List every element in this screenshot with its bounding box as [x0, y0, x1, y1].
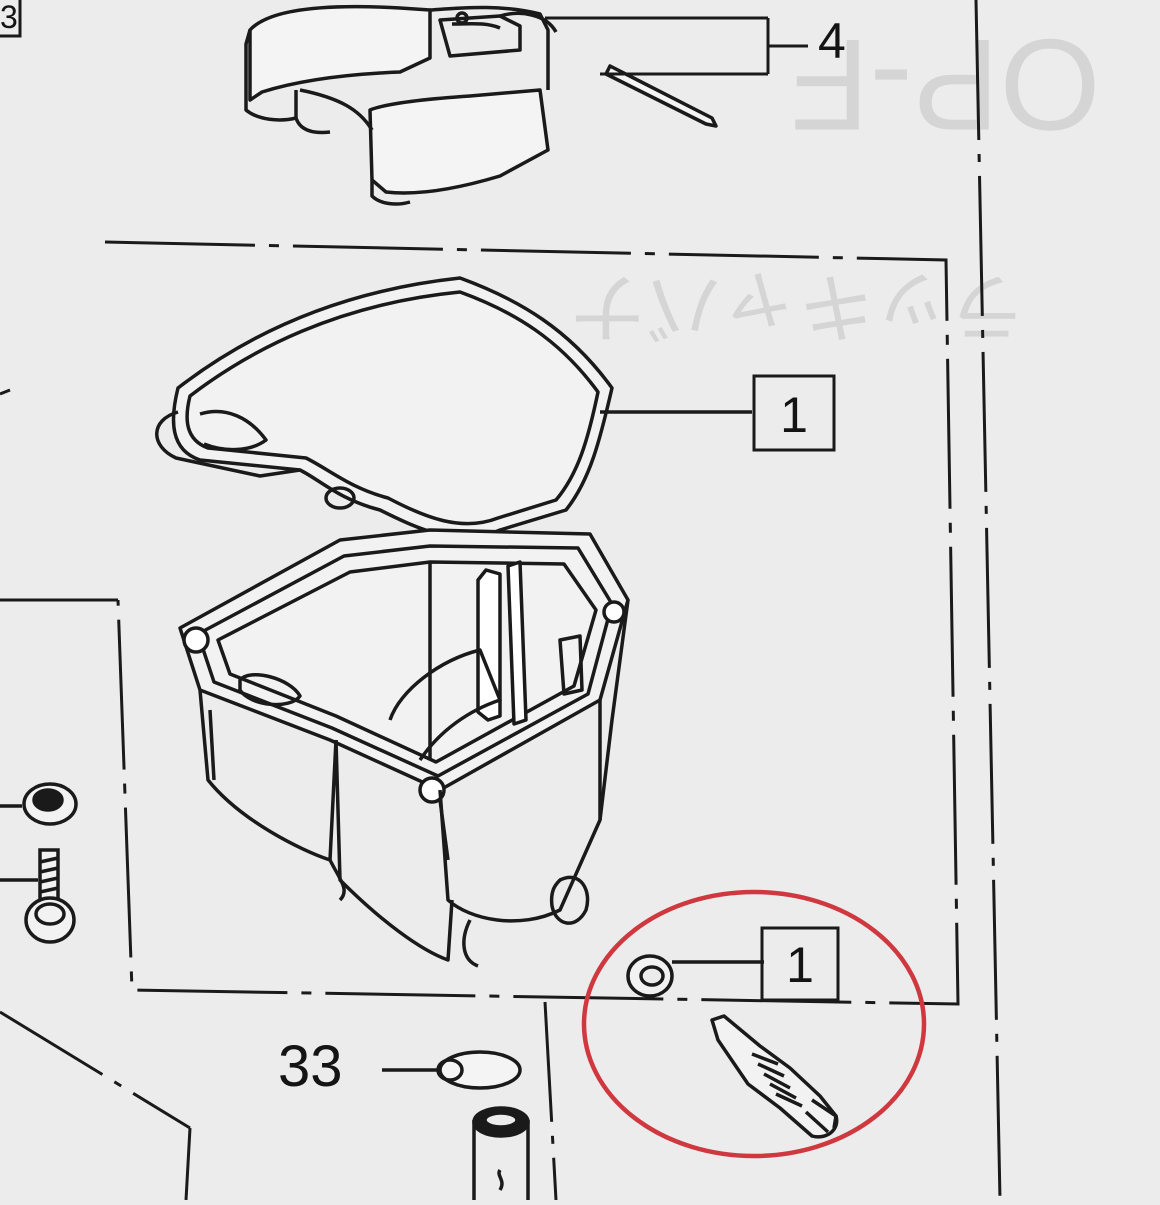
gasket — [155, 276, 752, 540]
callout-4-group — [545, 16, 808, 76]
pilot-screw-kit — [626, 954, 839, 1139]
corner-callout: 3 — [0, 0, 22, 38]
callout-4: 4 — [818, 13, 846, 69]
float-bowl — [178, 528, 630, 968]
callout-33: 33 — [278, 1034, 343, 1099]
callout-3: 3 — [0, 0, 18, 35]
watermark-top-right: OP-F — [790, 12, 1101, 158]
left-parts — [0, 782, 78, 944]
callout-1-screw-kit: 1 — [786, 937, 814, 993]
gasket-callout-box: 1 — [752, 374, 836, 452]
watermark-katakana: ラッキャバナ — [570, 263, 1026, 348]
watermark: OP-F ラッキャバナ — [570, 12, 1101, 348]
screw-kit-callout-box: 1 — [760, 926, 840, 1002]
highlight-circle — [581, 889, 927, 1159]
o-ring-part — [382, 1050, 530, 1200]
float-part — [244, 4, 718, 206]
frame-lines — [0, 0, 1002, 1201]
callout-1-gasket: 1 — [780, 387, 808, 443]
